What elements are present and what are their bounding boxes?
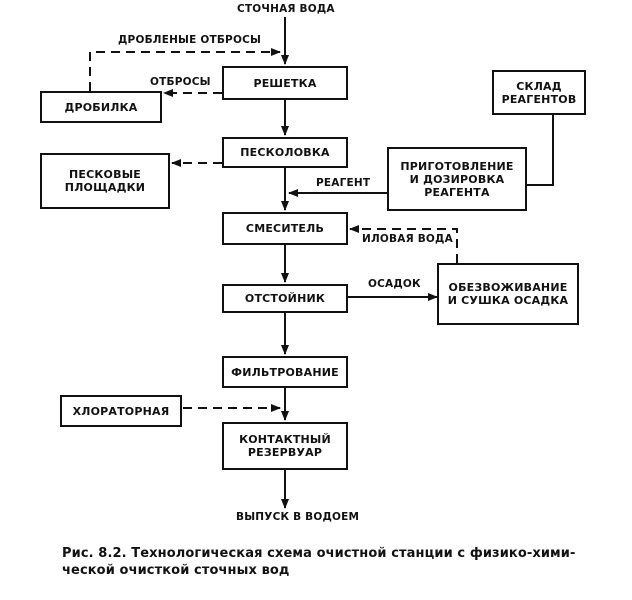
box-reshetka: РЕШЕТКА xyxy=(222,66,348,100)
label-vypusk: ВЫПУСК В ВОДОЕМ xyxy=(236,511,360,523)
box-obezvozhivanie: ОБЕЗВОЖИВАНИЕ И СУШКА ОСАДКА xyxy=(437,263,579,325)
caption-line-2: ческой очисткой сточных вод xyxy=(62,563,290,578)
label-reagent: РЕАГЕНТ xyxy=(316,177,371,189)
label-osadok: ОСАДОК xyxy=(368,278,421,290)
line-droblenye-otbrosy xyxy=(89,48,281,91)
box-smesitel: СМЕСИТЕЛЬ xyxy=(222,212,348,245)
caption-line-1: Рис. 8.2. Технологическая схема очистной… xyxy=(62,546,576,561)
box-sklad-reagentov: СКЛАД РЕАГЕНТОВ xyxy=(492,70,586,115)
figure-caption: Рис. 8.2. Технологическая схема очистной… xyxy=(62,545,622,579)
box-kontaktny-rezervuar: КОНТАКТНЫЙ РЕЗЕРВУАР xyxy=(222,422,348,470)
label-stochnaya-voda: СТОЧНАЯ ВОДА xyxy=(237,3,335,15)
box-otstoynik: ОТСТОЙНИК xyxy=(222,284,348,313)
box-prigotovlenie-reagenta: ПРИГОТОВЛЕНИЕ И ДОЗИРОВКА РЕАГЕНТА xyxy=(387,147,527,211)
label-ilovaya-voda: ИЛОВАЯ ВОДА xyxy=(362,233,453,245)
box-hloratornaya: ХЛОРАТОРНАЯ xyxy=(60,395,182,427)
box-filtrovanie: ФИЛЬТРОВАНИЕ xyxy=(222,356,348,388)
line-sklad-to-prigotovlenie xyxy=(527,115,554,186)
box-drobilka: ДРОБИЛКА xyxy=(40,91,162,123)
box-peskovye-ploshchadki: ПЕСКОВЫЕ ПЛОЩАДКИ xyxy=(40,153,170,209)
box-peskolovka: ПЕСКОЛОВКА xyxy=(222,137,348,168)
label-otbrosy: ОТБРОСЫ xyxy=(150,76,211,88)
label-droblenye-otbrosy: ДРОБЛЕНЫЕ ОТБРОСЫ xyxy=(118,34,262,46)
line-ilovaya-voda xyxy=(349,225,458,263)
